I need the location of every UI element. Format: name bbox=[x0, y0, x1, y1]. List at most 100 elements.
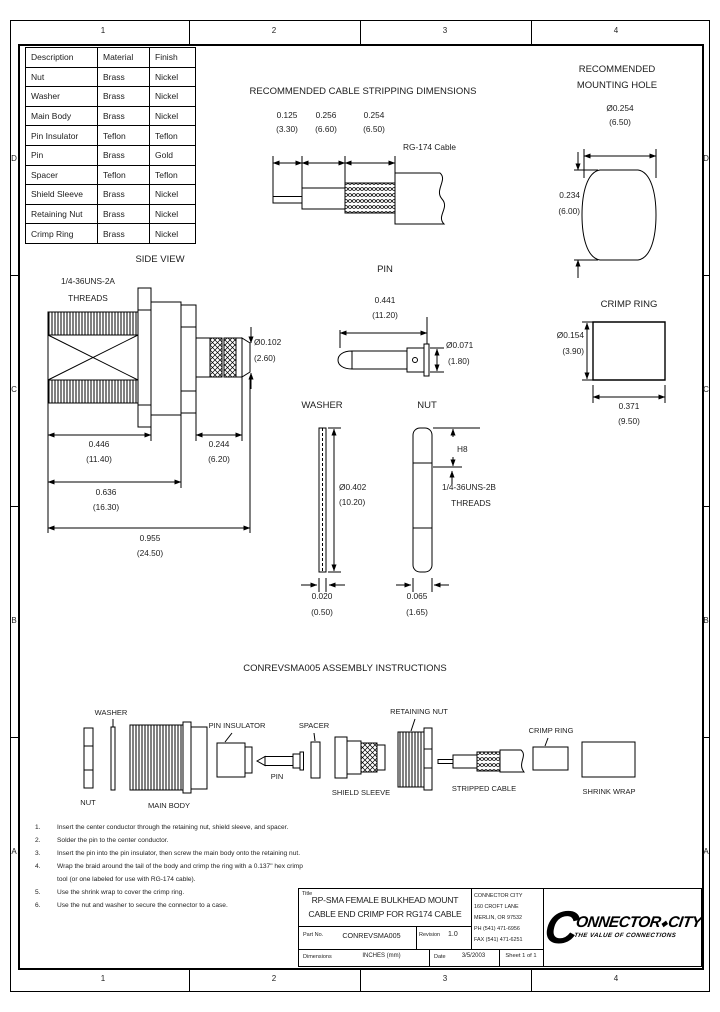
part-label-main-body: MAIN BODY bbox=[147, 801, 191, 810]
dim-label: 0.446 bbox=[88, 439, 110, 449]
dim-label: 0.065 bbox=[406, 591, 428, 601]
zone-label-top-2: 2 bbox=[271, 26, 277, 35]
dim-label-mm: (1.80) bbox=[448, 356, 470, 366]
instruction-step: 4.Wrap the braid around the tail of the … bbox=[30, 860, 306, 886]
cell: Nut bbox=[25, 66, 98, 88]
cell: Brass bbox=[97, 203, 150, 225]
threads-callout-1: 1/4-36UNS-2B bbox=[442, 482, 496, 492]
drawing-title-line-2: CABLE END CRIMP FOR RG174 CABLE bbox=[308, 909, 462, 919]
title-block: Title RP-SMA FEMALE BULKHEAD MOUNT CABLE… bbox=[298, 888, 544, 967]
zone-label-left-D: D bbox=[11, 154, 17, 163]
dim-label-mm: (11.20) bbox=[372, 310, 398, 320]
logo-tagline: THE VALUE OF CONNECTIONS bbox=[573, 931, 677, 939]
dim-label-mm: (11.40) bbox=[86, 454, 112, 464]
zone-divider bbox=[189, 968, 190, 992]
zone-divider bbox=[360, 968, 361, 992]
cable-type-label: RG-174 Cable bbox=[403, 142, 457, 152]
part-label-washer: WASHER bbox=[94, 708, 128, 717]
step-text: Use the shrink wrap to cover the crimp r… bbox=[57, 889, 185, 896]
h8-label: H8 bbox=[457, 444, 468, 454]
company-line: FAX (541) 471-6251 bbox=[474, 936, 523, 943]
logo-name-rest: ONNECTOR bbox=[574, 913, 662, 931]
step-text: Wrap the braid around the tail of the bo… bbox=[57, 863, 303, 883]
assembly-title: CONREVSMA005 ASSEMBLY INSTRUCTIONS bbox=[243, 663, 447, 674]
dim-label-mm: (6.60) bbox=[315, 124, 337, 134]
zone-label-top-4: 4 bbox=[613, 26, 619, 35]
dim-label: 0.254 bbox=[363, 110, 385, 120]
header-material: Material bbox=[97, 47, 150, 68]
title-block-divider bbox=[429, 949, 430, 966]
revision-value: 1.0 bbox=[448, 931, 458, 938]
crimp-ring-title: CRIMP RING bbox=[600, 299, 658, 310]
dim-label-mm: (6.50) bbox=[609, 117, 631, 127]
cell: Nickel bbox=[149, 105, 196, 127]
cell: Gold bbox=[149, 144, 196, 166]
zone-label-bottom-2: 2 bbox=[271, 974, 277, 983]
zone-divider bbox=[360, 20, 361, 44]
cell: Brass bbox=[97, 223, 150, 244]
part-label-shield-sleeve: SHIELD SLEEVE bbox=[331, 788, 391, 797]
stripping-title: RECOMMENDED CABLE STRIPPING DIMENSIONS bbox=[249, 86, 477, 97]
cell: Brass bbox=[97, 144, 150, 166]
cell: Pin bbox=[25, 144, 98, 166]
logo-diamond-icon: ◆ bbox=[660, 918, 668, 928]
dim-label: Ø0.154 bbox=[556, 330, 584, 340]
cell: Nickel bbox=[149, 223, 196, 244]
instruction-step: 1.Insert the center conductor through th… bbox=[30, 821, 306, 834]
dim-label-mm: (6.20) bbox=[208, 454, 230, 464]
step-number: 1. bbox=[35, 824, 41, 831]
dimensions-label: Dimensions bbox=[303, 954, 332, 960]
cell: Retaining Nut bbox=[25, 203, 98, 225]
zone-label-right-D: D bbox=[703, 154, 709, 163]
cell: Brass bbox=[97, 86, 150, 107]
threads-callout-2: THREADS bbox=[68, 293, 108, 303]
zone-label-bottom-1: 1 bbox=[100, 974, 106, 983]
cell: Nickel bbox=[149, 203, 196, 225]
dim-label: Ø0.254 bbox=[606, 103, 634, 113]
dimensions-value: INCHES (mm) bbox=[362, 953, 401, 959]
dim-label-mm: (6.00) bbox=[558, 206, 580, 216]
cell: Nickel bbox=[149, 66, 196, 88]
step-text: Solder the pin to the center conductor. bbox=[57, 837, 169, 844]
dim-label-mm: (6.50) bbox=[363, 124, 385, 134]
zone-label-right-C: C bbox=[703, 385, 709, 394]
dim-label-mm: (3.90) bbox=[562, 346, 584, 356]
company-line: PH (541) 471-6956 bbox=[474, 925, 520, 932]
title-block-divider bbox=[499, 949, 500, 966]
revision-label: Revision bbox=[419, 932, 441, 938]
title-block-divider bbox=[299, 949, 543, 950]
cell: Main Body bbox=[25, 105, 98, 127]
cell: Teflon bbox=[97, 164, 150, 186]
dim-label-mm: (1.65) bbox=[406, 607, 428, 617]
cell: Brass bbox=[97, 66, 150, 88]
company-line: CONNECTOR CITY bbox=[474, 893, 523, 899]
cell: Pin Insulator bbox=[25, 125, 98, 146]
zone-divider bbox=[531, 20, 532, 44]
nut-title: NUT bbox=[417, 400, 437, 411]
cell: Teflon bbox=[97, 125, 150, 146]
dim-label-mm: (0.50) bbox=[311, 607, 333, 617]
part-label-pin-insulator: PIN INSULATOR bbox=[208, 721, 266, 730]
zone-label-bottom-4: 4 bbox=[613, 974, 619, 983]
mounting-hole-title-2: MOUNTING HOLE bbox=[576, 80, 658, 91]
company-logo-box: C ONNECTOR ◆ CITY THE VALUE OF CONNECTIO… bbox=[541, 888, 702, 967]
zone-divider bbox=[531, 968, 532, 992]
date-label: Date bbox=[434, 954, 446, 960]
part-label-nut: NUT bbox=[80, 798, 96, 807]
dim-label-mm: (10.20) bbox=[339, 497, 366, 507]
dim-label: 0.234 bbox=[559, 190, 580, 200]
part-label-crimp-ring: CRIMP RING bbox=[528, 726, 574, 735]
inner-border bbox=[18, 44, 704, 970]
cell: Nickel bbox=[149, 86, 196, 107]
part-label-stripped-cable: STRIPPED CABLE bbox=[451, 784, 517, 793]
zone-divider bbox=[189, 20, 190, 44]
zone-divider bbox=[10, 275, 18, 276]
company-address-block: CONNECTOR CITY 160 CROFT LANE MERLIN, OR… bbox=[474, 891, 541, 946]
logo-initial: C bbox=[541, 900, 580, 953]
step-number: 6. bbox=[35, 902, 41, 909]
dim-label: 0.371 bbox=[618, 401, 640, 411]
